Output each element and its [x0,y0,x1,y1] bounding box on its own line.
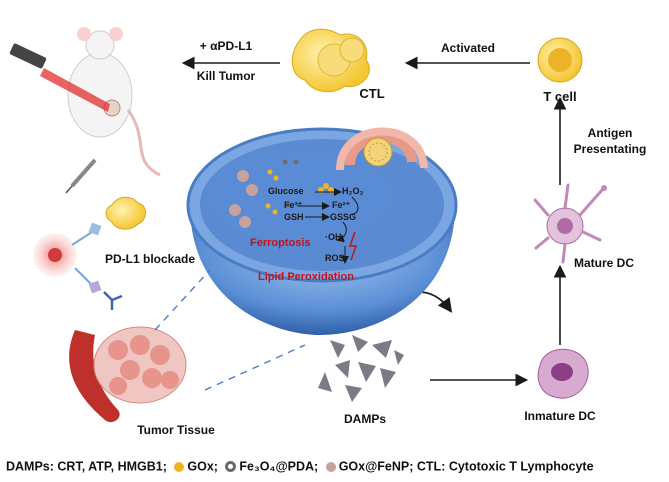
glucose-label: Glucose [268,186,304,196]
inmature-dc-label: Inmature DC [524,409,596,423]
ferroptosis-label: Ferroptosis [250,237,311,249]
pdl1-blockade-icon [33,196,146,310]
kill-tumor-top-label: + αPD-L1 [199,39,253,53]
tumor-tissue-icon [69,326,187,423]
gssg-label: GSSG [330,212,357,222]
footer-damps-definition: DAMPs: CRT, ATP, HMGB1; [6,459,167,474]
footer-ctl-definition: CTL: Cytotoxic T Lymphocyte [416,459,594,474]
laser-icon [9,43,110,112]
h2o2-label: H₂O₂ [342,186,364,196]
activated-label: Activated [440,41,496,55]
ros-label: ROS [325,253,345,263]
footer-fe3o4: Fe₃O₄@PDA; [239,459,319,474]
t-cell-label: T cell [543,89,577,104]
footer-gox-fenp: GOx@FeNP; [338,459,414,474]
mouse-icon [67,27,161,177]
reaction-arrows [297,188,359,264]
fe3o4-particles [282,159,299,208]
oh-label: ·OH [325,232,342,242]
gox-fenp-particles [229,170,258,228]
damps-label: DAMPs [343,412,387,426]
mature-dc-icon [533,183,607,264]
fe3-label: Fe³⁺ [284,200,303,210]
ctl-cell-icon [291,28,370,93]
gox-fenp-dot-icon [325,461,336,472]
footer-gox: GOx; [187,459,218,474]
pdl1-blockade-label: PD-L1 blockade [104,252,196,266]
syringe-icon [65,158,97,194]
fe3o4-dot-icon [225,461,237,473]
mature-dc-label: Mature DC [573,256,635,270]
dashed-line-tissue [204,344,306,391]
gox-dot-icon [174,461,185,472]
lipid-peroxidation-label: Lipid Peroxidation [258,271,354,283]
golgi-icon [336,127,428,171]
ferroptosis-lightning [348,231,358,261]
dashed-line-blockade [154,269,211,331]
fe2-label: Fe²⁺ [332,200,351,210]
gsh-label: GSH [284,212,304,222]
footer-legend: DAMPs: CRT, ATP, HMGB1; GOx; Fe₃O₄@PDA; … [6,459,594,474]
damps-fragments-icon [318,335,404,402]
inmature-dc-icon [537,348,589,399]
antigen-label-line2: Presentating [573,142,647,156]
tumor-tissue-label: Tumor Tissue [137,423,215,437]
kill-tumor-label: Kill Tumor [196,69,256,83]
antigen-label-line1: Antigen [587,126,633,140]
t-cell-icon [537,37,583,83]
ctl-label: CTL [359,86,385,101]
